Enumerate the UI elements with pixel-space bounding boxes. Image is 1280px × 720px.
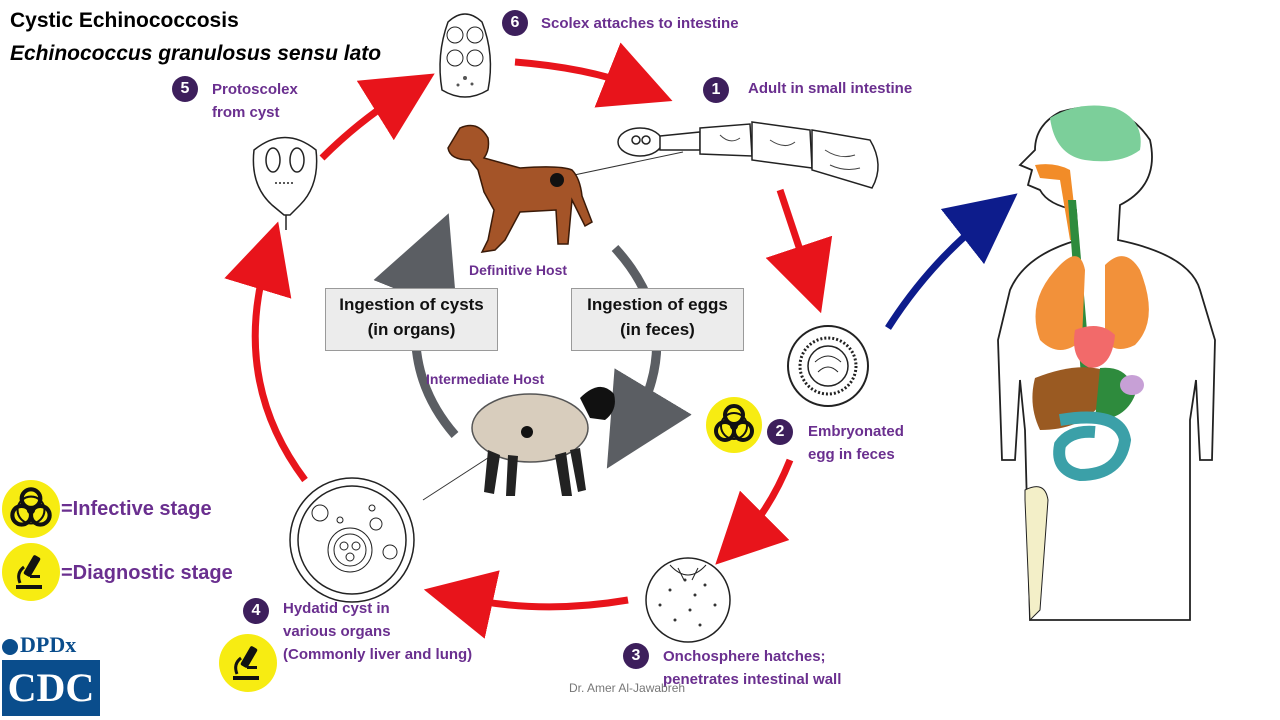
cdc-dpdx-logo: DPDx CDC [2,632,102,718]
stage-2-infective-badge [706,397,762,453]
stage-number-6: 6 [502,10,528,36]
dpdx-logo-text: DPDx [2,632,76,658]
arrow-sheep-to-dog [373,213,459,438]
stage-number-5: 5 [172,76,198,102]
legend-diagnostic-text: =Diagnostic stage [61,562,233,584]
human-body-icon [997,105,1216,622]
arrow-5-to-6 [319,73,435,161]
diagram-title: Cystic Echinococcosis [10,9,239,32]
adult-worm-icon [617,121,879,189]
intermediate-host-label: Intermediate Host [426,371,545,387]
stage-number-1: 1 [703,77,729,103]
cycle-arrows [224,42,833,639]
onchosphere-icon [645,557,731,643]
hydatid-cyst-icon [289,477,415,603]
stage-number-3: 3 [623,643,649,669]
stage-label-1: Adult in small intestine [748,80,913,97]
stage-label-6: Scolex attaches to intestine [541,15,739,32]
stage-4-diagnostic-badge [219,634,277,692]
legend-diagnostic-badge [2,543,60,601]
arrow-3-to-4 [423,570,629,639]
author-credit: Dr. Amer Al-Jawabreh [569,681,686,695]
arrow-4-to-5 [224,221,308,483]
definitive-host-label: Definitive Host [469,262,568,278]
arrow-6-to-1 [514,42,673,108]
microscope-icon [16,555,42,589]
dog-icon [447,124,593,253]
biohazard-icon [10,487,52,527]
legend-infective-text: =Infective stage [61,498,212,520]
legend-infective-badge [2,480,60,538]
stage-label-3: Onchosphere hatches; penetrates intestin… [663,648,842,688]
stage-label-5: Protoscolex from cyst [212,81,298,121]
stage-label-2: Embryonated egg in feces [808,423,904,463]
sheep-icon [471,386,615,496]
scolex-icon [439,13,492,98]
arrow-1-to-2 [765,188,833,314]
stage-label-4: Hydatid cyst in various organs (Commonly… [283,600,473,663]
ingestion-eggs-box: Ingestion of eggs (in feces) [571,288,744,351]
arrow-to-human [885,193,1018,330]
protoscolex-icon [252,136,318,230]
cdc-logo-text: CDC [2,660,100,716]
stage-number-2: 2 [767,419,793,445]
ingestion-cysts-box: Ingestion of cysts (in organs) [325,288,498,351]
biohazard-icon [714,404,754,442]
stage-number-4: 4 [243,598,269,624]
microscope-icon [233,646,259,680]
diagram-subtitle: Echinococcus granulosus sensu lato [10,42,382,65]
egg-icon [787,325,869,407]
arrow-2-to-3 [715,458,794,565]
